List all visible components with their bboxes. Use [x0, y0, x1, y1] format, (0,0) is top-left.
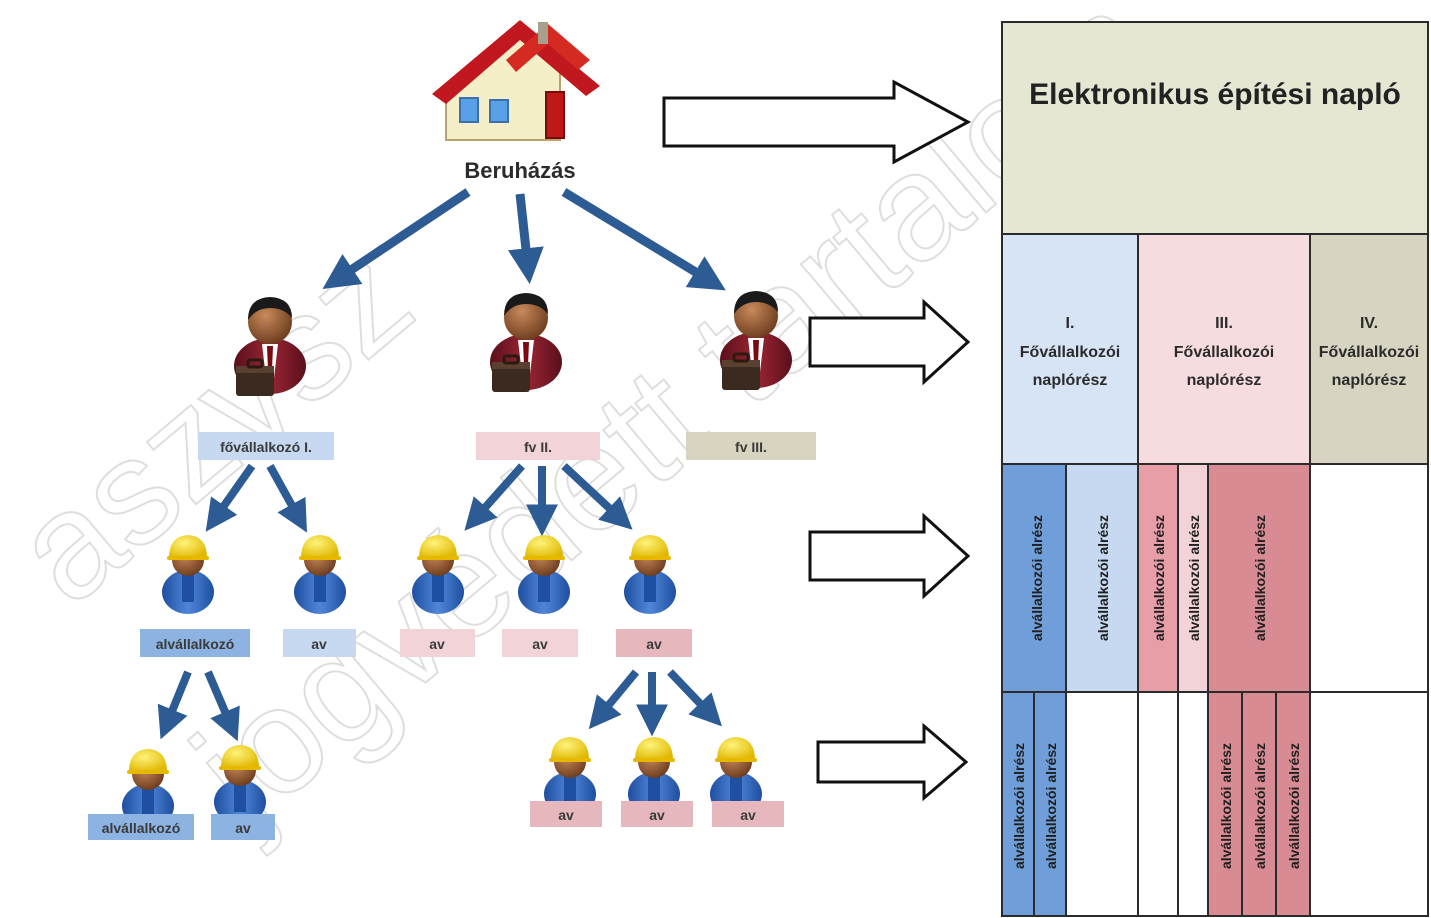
- arrow-7: [204, 670, 240, 742]
- sub2-label-1: alvállalkozó: [102, 820, 181, 836]
- sub2-box-5: [712, 801, 784, 827]
- main-contractor-label-2: fv II.: [524, 439, 552, 455]
- sub-box-1: [140, 629, 250, 657]
- section-3-line1: Fővállalkozói: [1319, 344, 1419, 361]
- arrow-6: [157, 670, 192, 740]
- mapping-arrow-1: [662, 79, 972, 165]
- arrow-root-to-main-1: [322, 188, 471, 289]
- sub-label-1: alvállalkozó: [156, 636, 235, 652]
- builder-icon: [294, 535, 346, 614]
- arrow-root-to-main-3: [561, 188, 726, 291]
- electronic-log-table: Elektronikus építési napló I. Fővállalko…: [1001, 21, 1429, 917]
- sub-sub-part-label: alvállalkozói alrész: [1218, 743, 1234, 869]
- mapping-arrow-3: [808, 512, 971, 600]
- section-1-line2: naplórész: [1033, 372, 1108, 389]
- sub-label-4: av: [532, 636, 548, 652]
- arrow-1: [205, 463, 256, 532]
- sub-part-cell: [1065, 463, 1139, 693]
- arrow-10: [667, 669, 722, 727]
- mapping-arrows: [662, 79, 972, 802]
- sub-part-label: alvállalkozói alrész: [1095, 515, 1111, 641]
- section-1-numeral: I.: [1066, 315, 1075, 332]
- sub-label-2: av: [311, 636, 327, 652]
- lower-arrows: [157, 669, 722, 742]
- sub2-label-3: av: [558, 807, 574, 823]
- section-2-numeral: III.: [1215, 315, 1233, 332]
- sub-sub-part-cell: [1241, 691, 1277, 917]
- sub-part-cell: [1207, 463, 1311, 693]
- root-arrows: [322, 188, 726, 291]
- sub-sub-part-label: alvállalkozói alrész: [1011, 743, 1027, 869]
- sub-label-5: av: [646, 636, 662, 652]
- sub-sub-part-label: alvállalkozói alrész: [1286, 743, 1302, 869]
- sub-sub-part-cell: [1001, 691, 1035, 917]
- house-icon: [432, 20, 600, 141]
- section-2-line1: Fővállalkozói: [1174, 344, 1274, 361]
- arrow-root-to-main-2: [507, 193, 544, 285]
- main-contractor-box-2: [476, 432, 600, 460]
- sub-sub-part-cell: [1275, 691, 1311, 917]
- empty-cell: [1177, 691, 1209, 917]
- sub-part-label: alvállalkozói alrész: [1186, 515, 1202, 641]
- mapping-arrow-4: [816, 722, 969, 802]
- businessman-icon: [488, 291, 564, 394]
- empty-cell: [1137, 691, 1179, 917]
- sub-label-3: av: [429, 636, 445, 652]
- arrow-5: [561, 463, 633, 530]
- root-label: Beruházás: [464, 158, 575, 183]
- arrow-3: [464, 463, 525, 531]
- sub-part-label: alvállalkozói alrész: [1151, 515, 1167, 641]
- sub2-box-1: [88, 814, 194, 840]
- arrow-8: [588, 669, 640, 730]
- sub-part-cell: [1001, 463, 1067, 693]
- log-title: Elektronikus építési napló: [1029, 78, 1401, 111]
- main-contractor-box-1: [198, 432, 334, 460]
- sub-box-4: [502, 629, 578, 657]
- sub-box-2: [283, 629, 356, 657]
- sub2-label-5: av: [740, 807, 756, 823]
- sub-part-label: alvállalkozói alrész: [1252, 515, 1268, 641]
- sub-sub-part-label: alvállalkozói alrész: [1043, 743, 1059, 869]
- sub-part-cell-empty: [1309, 463, 1429, 693]
- arrow-2: [266, 464, 307, 533]
- sub-sub-part-cell: [1207, 691, 1243, 917]
- empty-cell: [1309, 691, 1429, 917]
- section-3-numeral: IV.: [1360, 315, 1378, 332]
- sub2-label-4: av: [649, 807, 665, 823]
- sub2-label-2: av: [235, 820, 251, 836]
- section-3-line2: naplórész: [1332, 372, 1407, 389]
- main-contractor-label-3: fv III.: [735, 439, 767, 455]
- empty-cell: [1065, 691, 1139, 917]
- section-cell-3: [1309, 233, 1429, 465]
- section-1-line1: Fővállalkozói: [1020, 344, 1120, 361]
- main-contractor-box-3: [686, 432, 816, 460]
- sub2-box-2: [211, 814, 275, 840]
- sub-box-3: [400, 629, 475, 657]
- log-title-cell: [1001, 21, 1429, 235]
- subcontractor-arrows: [205, 463, 633, 537]
- mapping-arrow-2: [808, 298, 971, 386]
- main-contractor-label-1: fővállalkozó I.: [220, 439, 312, 455]
- section-2-line2: naplórész: [1187, 372, 1262, 389]
- sub-sub-part-label: alvállalkozói alrész: [1252, 743, 1268, 869]
- section-cell-2: [1137, 233, 1311, 465]
- sub-box-5: [616, 629, 692, 657]
- sub2-box-4: [621, 801, 693, 827]
- sub-part-label: alvállalkozói alrész: [1029, 515, 1045, 641]
- sub2-box-3: [530, 801, 602, 827]
- section-cell-1: [1001, 233, 1139, 465]
